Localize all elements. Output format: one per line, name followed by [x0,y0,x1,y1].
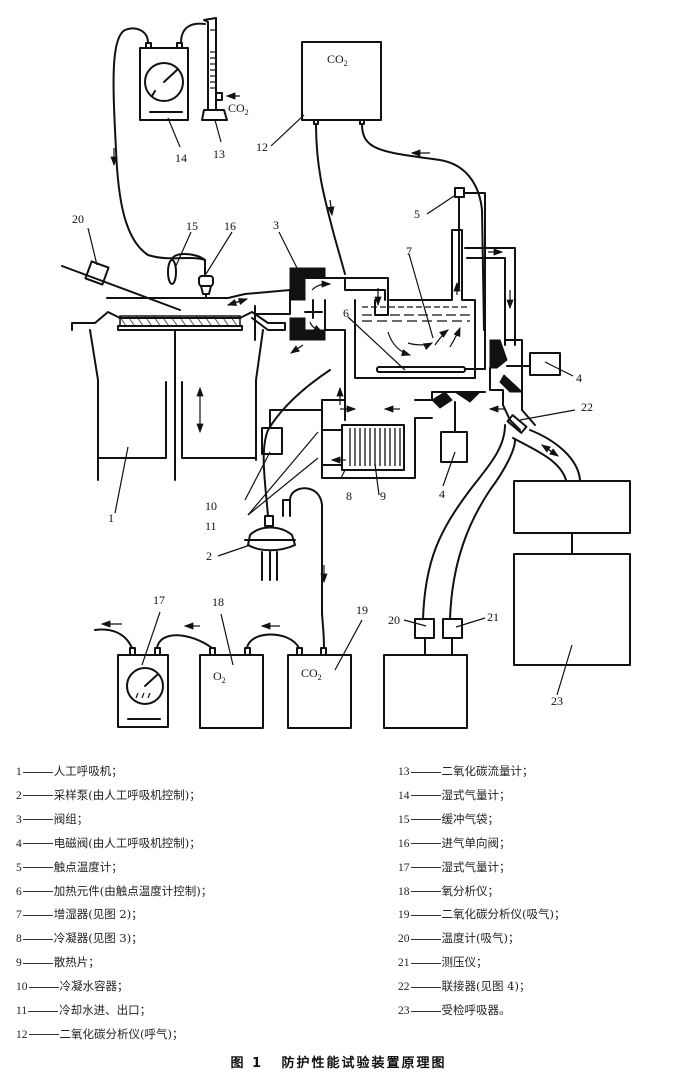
co2-analyzer-12 [301,41,382,125]
breathing-machine-1 [71,289,291,481]
co2-analyzer-19-label: CO2 [301,666,322,682]
label-15: 15 [186,219,198,233]
label-5: 5 [414,207,420,221]
label-13: 13 [213,147,225,161]
co2-inlet-label: CO2 [228,101,249,117]
label-4-lower: 4 [439,487,445,501]
solenoid-valve-4-lower [431,391,482,463]
label-2: 2 [206,549,212,563]
label-16: 16 [224,219,236,233]
label-9: 9 [380,489,386,503]
wet-gas-meter-17 [117,647,169,728]
inlet-check-valve-16 [198,275,214,299]
co2-analyzer-12-label: CO2 [327,52,348,68]
o2-label: O2 [213,669,226,685]
figure-title: 防护性能试验装置原理图 [281,1056,447,1071]
label-6: 6 [343,306,349,320]
label-23: 23 [551,694,563,708]
respirator-under-test-23 [513,553,631,666]
connector-22 [506,414,528,434]
co2-flowmeter-13 [201,17,240,121]
label-22: 22 [581,400,593,414]
figure-caption: 图 1 防护性能试验装置原理图 [0,1052,677,1071]
label-17: 17 [153,593,165,607]
figure-number: 图 1 [230,1056,264,1071]
thermometer-20-lower [414,618,435,639]
test-instrument-box [383,654,468,729]
label-11: 11 [205,519,217,533]
label-21: 21 [487,610,499,624]
label-20-upper: 20 [72,212,84,226]
label-14: 14 [175,151,187,165]
label-18: 18 [212,595,224,609]
condensate-container-10 [261,427,283,455]
label-19: 19 [356,603,368,617]
label-10: 10 [205,499,217,513]
label-1: 1 [108,511,114,525]
contact-thermometer-5 [454,187,465,198]
radiator-9 [341,424,405,471]
co2-analyzer-19 [287,647,352,729]
thermometer-20-upper [84,260,110,286]
label-8: 8 [346,489,352,503]
manometer-21 [442,618,463,639]
breathing-simulator-box [513,480,631,534]
label-3: 3 [273,218,279,232]
wet-gas-meter-14 [139,42,189,121]
label-20-lower: 20 [388,613,400,627]
buffer-bag-15 [167,259,177,285]
apparatus-diagram: CO2 CO2 [61,17,631,729]
condenser-8 [269,391,505,479]
solenoid-valve-4-right [489,339,561,406]
label-4-right: 4 [576,371,582,385]
valve-group-3 [289,267,386,421]
label-12: 12 [256,140,268,154]
label-7: 7 [406,244,412,258]
